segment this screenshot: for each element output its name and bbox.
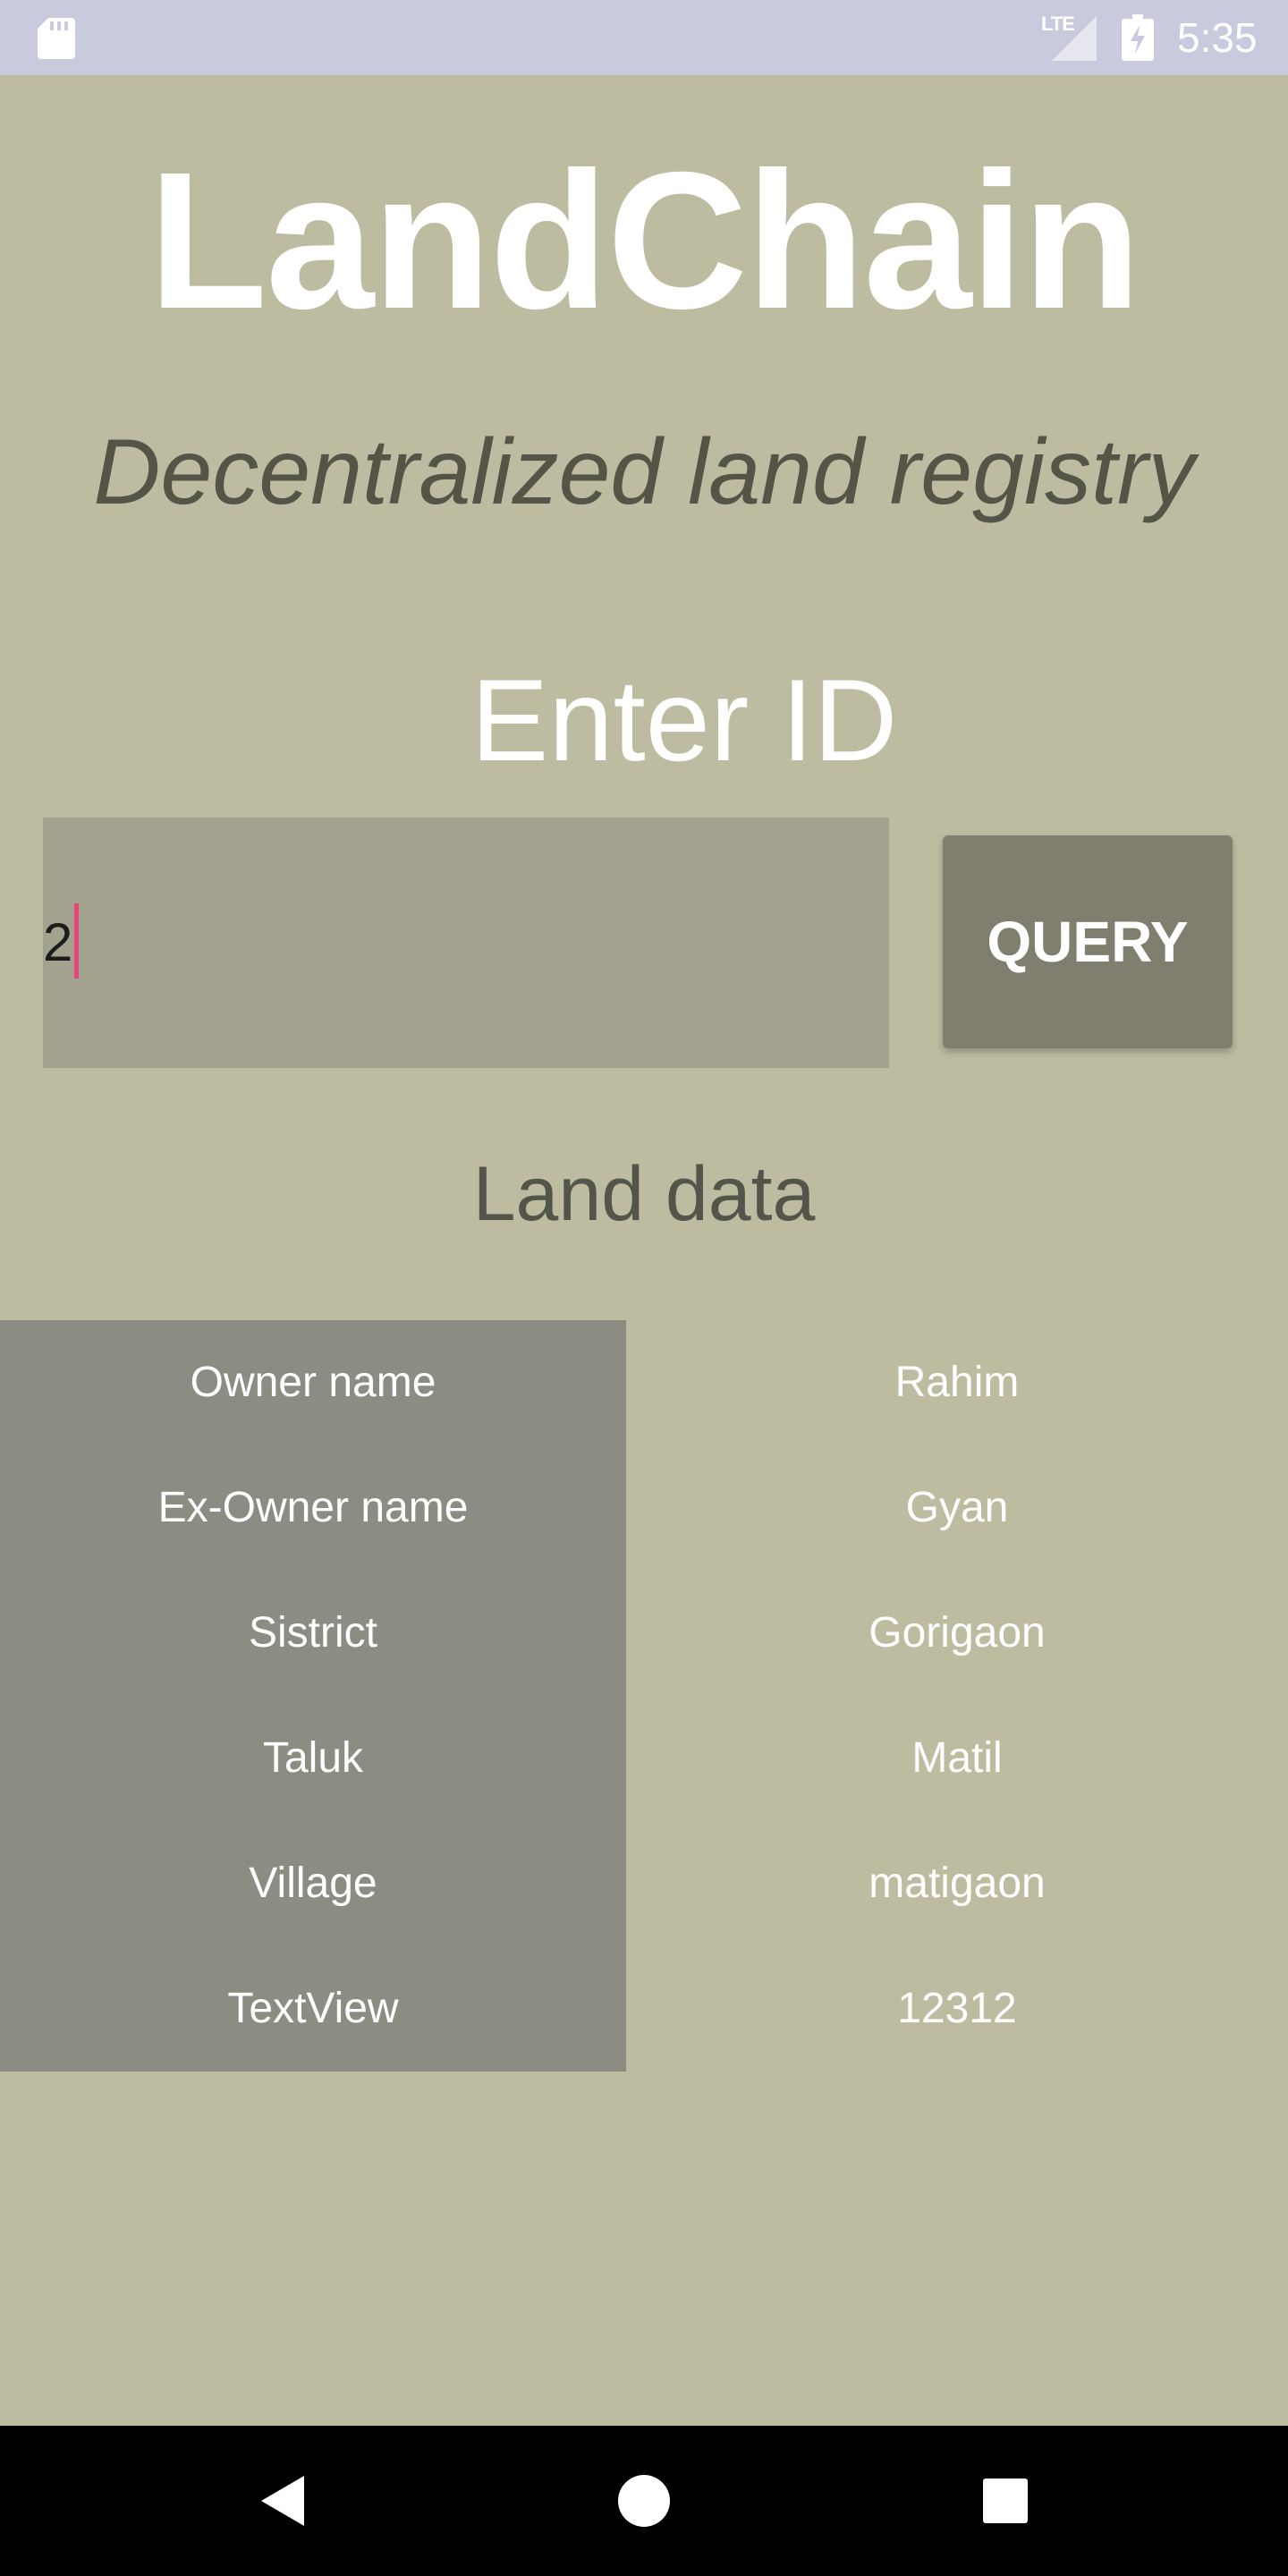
owner-name-value: Rahim xyxy=(894,1359,1020,1406)
recents-icon[interactable] xyxy=(916,2426,1095,2576)
id-input-field[interactable]: 2 xyxy=(43,818,889,1068)
village-label: Village xyxy=(249,1860,377,1907)
network-type-label: LTE xyxy=(1041,13,1075,35)
ex-owner-name-label: Ex-Owner name xyxy=(157,1484,469,1531)
district-label: Sistrict xyxy=(249,1609,377,1657)
home-icon[interactable] xyxy=(555,2426,733,2576)
sd-card-icon xyxy=(38,18,75,59)
enter-id-label: Enter ID xyxy=(470,655,898,785)
app-subtitle: Decentralized land registry xyxy=(93,420,1195,524)
taluk-label: Taluk xyxy=(262,1734,364,1782)
land-data-title: Land data xyxy=(472,1151,816,1237)
taluk-value: Matil xyxy=(911,1734,1003,1782)
signal-icon xyxy=(1052,16,1097,61)
village-value: matigaon xyxy=(869,1860,1046,1907)
query-button[interactable]: QUERY xyxy=(943,835,1233,1048)
district-value: Gorigaon xyxy=(869,1609,1046,1657)
battery-charging-icon xyxy=(1122,14,1154,61)
clock: 5:35 xyxy=(1177,14,1258,61)
ex-owner-name-value: Gyan xyxy=(905,1484,1009,1531)
back-icon[interactable] xyxy=(193,2426,372,2576)
textview-label: TextView xyxy=(227,1985,399,2032)
text-cursor xyxy=(74,903,79,979)
navigation-bar xyxy=(0,2426,1288,2576)
textview-value: 12312 xyxy=(897,1985,1017,2032)
labels-column xyxy=(0,1320,626,2072)
id-input-value: 2 xyxy=(43,912,73,972)
owner-name-label: Owner name xyxy=(190,1359,436,1406)
app-title: LandChain xyxy=(148,132,1141,350)
status-bar: LTE 5:35 xyxy=(0,0,1288,75)
